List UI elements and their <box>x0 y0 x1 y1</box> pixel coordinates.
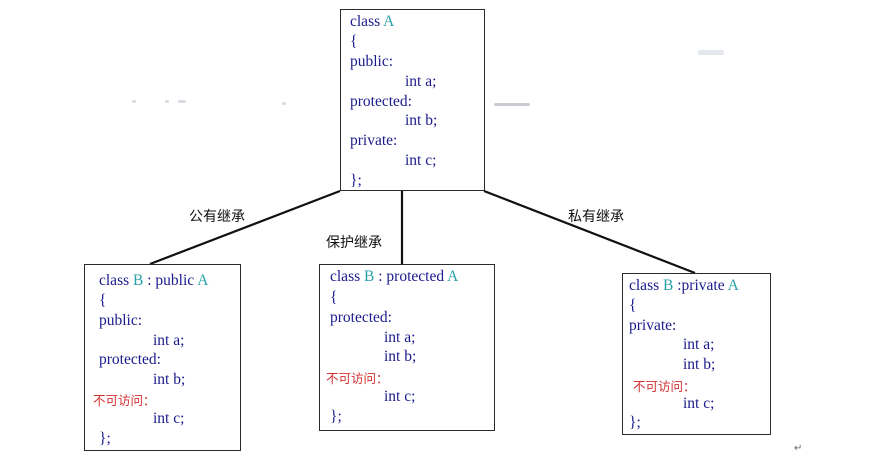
public-child-box: class B : public A { public: int a; prot… <box>84 264 241 451</box>
member-a: int a; <box>683 336 715 353</box>
close-brace: }; <box>350 172 362 189</box>
close-brace: }; <box>99 430 111 447</box>
background-smudge <box>178 100 186 103</box>
base-class-header: class A <box>350 12 394 31</box>
class-keyword: class <box>330 268 361 285</box>
background-smudge <box>282 102 286 105</box>
base-name: A <box>197 272 209 289</box>
inaccessible-label: 不可访问： <box>93 393 156 408</box>
open-brace: { <box>629 297 637 314</box>
background-smudge <box>132 100 136 103</box>
background-smudge <box>165 100 169 103</box>
class-keyword: class <box>629 277 660 294</box>
background-smudge <box>698 50 724 55</box>
close-brace: }; <box>629 414 641 431</box>
access-protected: protected: <box>350 93 412 110</box>
member-c: int c; <box>405 152 437 169</box>
access-protected: protected: <box>99 351 161 368</box>
class-keyword: class <box>350 13 381 30</box>
edge-label-protected: 保护继承 <box>326 235 382 251</box>
inherit-spec: : public <box>147 272 195 289</box>
protected-child-box: class B : protected A { protected: int a… <box>319 264 495 431</box>
private-child-header: class B :private A <box>629 276 739 295</box>
base-name: A <box>727 277 739 294</box>
open-brace: { <box>330 289 338 306</box>
member-a: int a; <box>405 73 437 90</box>
class-keyword: class <box>99 272 130 289</box>
inherit-spec: :private <box>677 277 725 294</box>
member-b: int b; <box>384 348 417 365</box>
edge-label-private: 私有继承 <box>568 209 624 225</box>
open-brace: { <box>99 292 107 309</box>
edge-label-public: 公有继承 <box>189 209 245 225</box>
edge-public <box>149 189 341 266</box>
public-child-header: class B : public A <box>99 271 208 290</box>
member-a: int a; <box>153 332 185 349</box>
member-b: int b; <box>405 112 438 129</box>
close-brace: }; <box>330 408 342 425</box>
access-private: private: <box>629 317 677 334</box>
inherit-spec: : protected <box>378 268 445 285</box>
class-name: B <box>364 268 375 285</box>
member-c: int c; <box>153 410 185 427</box>
base-name: A <box>447 268 459 285</box>
return-mark-icon: ↵ <box>794 443 803 454</box>
inaccessible-label: 不可访问： <box>326 371 389 386</box>
member-a: int a; <box>384 329 416 346</box>
access-protected: protected: <box>330 309 392 326</box>
access-public: public: <box>350 53 394 70</box>
access-private: private: <box>350 132 398 149</box>
base-class-box: class A { public: int a; protected: int … <box>340 9 485 191</box>
private-child-box: class B :private A { private: int a; int… <box>622 273 771 435</box>
member-c: int c; <box>683 395 715 412</box>
class-name: A <box>383 13 395 30</box>
class-name: B <box>663 277 674 294</box>
inaccessible-label: 不可访问： <box>633 379 696 394</box>
member-b: int b; <box>153 371 186 388</box>
edge-private <box>483 189 696 275</box>
member-b: int b; <box>683 356 716 373</box>
access-public: public: <box>99 312 143 329</box>
member-c: int c; <box>384 388 416 405</box>
background-smudge <box>494 103 530 106</box>
class-name: B <box>133 272 144 289</box>
open-brace: { <box>350 33 358 50</box>
protected-child-header: class B : protected A <box>330 267 458 286</box>
